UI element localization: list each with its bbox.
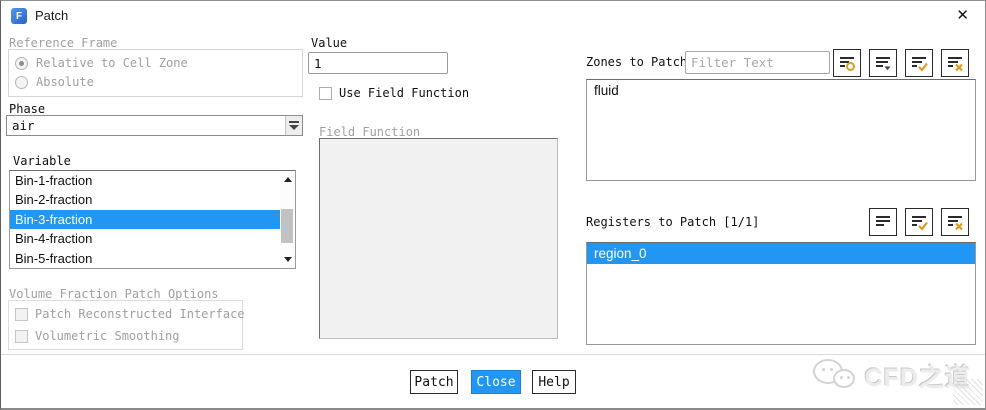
scrollbar[interactable] [280,171,295,268]
radio-absolute[interactable]: Absolute [15,75,94,89]
phase-label: Phase [9,102,46,116]
list-item[interactable]: Bin-2-fraction [15,192,93,208]
help-button[interactable]: Help [532,370,576,394]
list-icon[interactable] [869,208,897,236]
checkbox-icon[interactable] [15,329,28,343]
watermark-text: CFD之道 [864,364,971,392]
sort-dropdown-icon[interactable] [869,49,897,77]
filter-icon[interactable] [833,49,861,77]
checkbox-label: Patch Reconstructed Interface [35,307,245,321]
wechat-icon [811,355,857,397]
close-icon[interactable]: ✕ [956,7,969,24]
list-item[interactable]: Bin-1-fraction [15,173,93,188]
list-item[interactable]: Bin-4-fraction [15,231,93,247]
radio-icon[interactable] [15,75,28,89]
field-function-list [319,138,558,339]
list-item-selected[interactable]: Bin-3-fraction [10,209,280,230]
field-function-label: Field Function [319,125,421,139]
radio-label: Relative to Cell Zone [36,56,188,70]
dialog-title: Patch [35,8,69,23]
checkbox-icon[interactable] [319,86,332,100]
corner-hatch-decoration [953,379,983,405]
close-button[interactable]: Close [471,370,521,394]
select-all-icon[interactable] [905,49,933,77]
patch-button[interactable]: Patch [410,370,458,394]
zones-to-patch-label: Zones to Patch [586,55,688,69]
title-bar[interactable]: F Patch ✕ [1,1,985,31]
select-all-icon[interactable] [905,208,933,236]
volume-fraction-patch-options-group: Patch Reconstructed Interface Volumetric… [8,300,245,350]
zones-filter-input[interactable] [685,51,830,74]
deselect-all-icon[interactable] [941,49,969,77]
reference-frame-group: Relative to Cell Zone Absolute [8,49,303,97]
phase-dropdown[interactable]: air [6,115,303,136]
zones-to-patch-list: fluid [586,79,976,181]
variable-label: Variable [13,154,71,168]
checkbox-label: Use Field Function [339,86,470,100]
scroll-up-icon[interactable] [284,177,292,182]
list-item-selected[interactable]: region_0 [587,243,975,264]
radio-relative-to-cell-zone[interactable]: Relative to Cell Zone [15,56,188,70]
registers-to-patch-label: Registers to Patch [1/1] [586,215,760,229]
chevron-down-icon[interactable] [285,116,302,135]
registers-to-patch-list: region_0 [586,242,976,345]
scroll-down-icon[interactable] [284,257,292,262]
variable-list: Bin-1-fraction Bin-2-fraction Bin-3-frac… [9,170,296,269]
radio-label: Absolute [36,75,94,89]
checkbox-label: Volumetric Smoothing [35,329,180,343]
deselect-all-icon[interactable] [941,208,969,236]
checkbox-icon[interactable] [15,307,28,321]
reference-frame-label: Reference Frame [9,36,118,50]
phase-selected-value: air [12,118,35,133]
checkbox-volumetric-smoothing[interactable]: Volumetric Smoothing [15,329,180,343]
fluent-logo-icon: F [11,8,27,24]
scrollbar-thumb[interactable] [281,209,293,243]
watermark: CFD之道 [811,355,971,397]
list-item[interactable]: Bin-5-fraction [15,250,93,266]
footer-separator [1,354,985,355]
value-input[interactable] [308,52,448,74]
checkbox-patch-reconstructed-interface[interactable]: Patch Reconstructed Interface [15,307,245,321]
volume-fraction-patch-options-label: Volume Fraction Patch Options [9,287,219,301]
radio-icon[interactable] [15,56,28,70]
list-item[interactable]: fluid [594,83,619,98]
value-label: Value [311,36,348,50]
use-field-function-checkbox[interactable]: Use Field Function [319,86,469,100]
